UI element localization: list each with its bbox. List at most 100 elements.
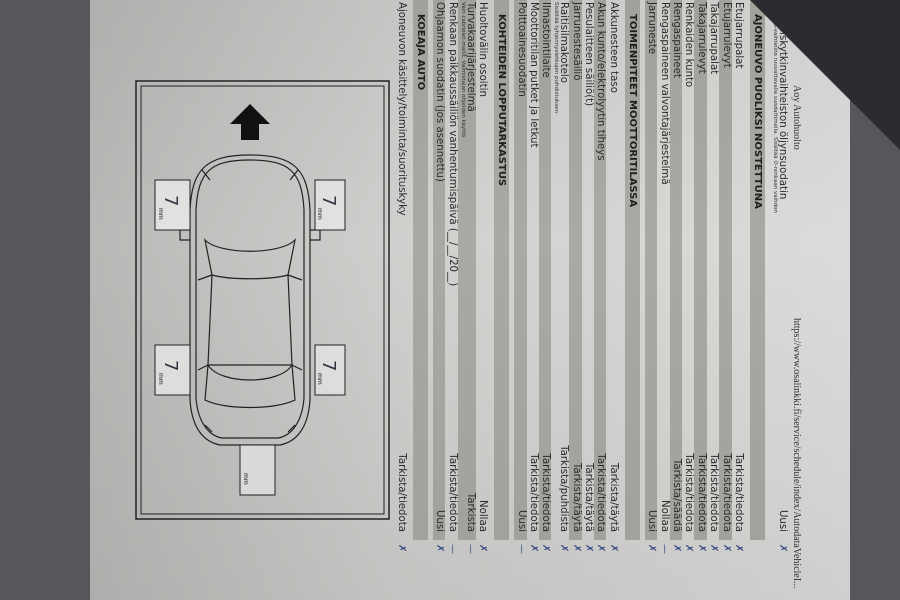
item-note: Vain cabriolet-mallit. Valmistajan ohjei… [459,2,466,137]
page-url: https://www.osalinkki.fi/service/schedul… [791,318,802,589]
checkbox-checked[interactable]: ✗ [527,544,539,553]
checkbox-checked[interactable]: ✗ [695,544,707,553]
checkbox-checked[interactable]: ✗ [733,544,744,553]
checkbox-checked[interactable]: ✗ [646,544,658,553]
dark-background-corner [750,0,900,150]
item-label: Polttoainesuodatin [515,2,527,97]
item-label: Etujarrulevyt [720,2,732,68]
direction-arrow-icon [230,104,270,140]
tire-box-front-right: 7 mm [314,179,346,231]
item-label: Ajoneuvon käsittely/toiminta/suorituskyk… [395,2,407,216]
item-action: Uusi [646,509,658,532]
item-action: Tarkista/täytä [583,462,595,532]
checkbox-checked[interactable]: ✗ [570,544,582,553]
item-action: Tarkista/tiedota [446,453,458,532]
item-label: Moottoritilan putket ja letkut [527,2,539,148]
checkbox-checked[interactable]: ✗ [595,544,607,553]
item-label: Takajarrupalat [708,2,720,75]
tire-box-front-left: 7 mm [154,179,191,231]
item-label: Pesulaitteen säiliö(t) [583,2,595,107]
checkbox-checked[interactable]: ✗ [708,544,720,553]
unit-label: mm [242,473,249,485]
item-action: Tarkista/tiedota [733,453,744,532]
checkbox-checked[interactable]: ✗ [477,544,489,553]
checkbox-checked[interactable]: ✗ [777,544,788,553]
item-action: Nollaa [477,499,489,532]
item-label: Takajarrulevyt [695,2,707,74]
diagram-outer-frame [135,80,390,520]
item-label: Renkaan paikkaussäiliön vanhentumispäivä… [446,2,458,287]
checklist-row: Pesulaitteen säiliö(t) Tarkista/täytä ✗ [582,0,594,560]
diagram-inner-frame [140,85,385,515]
item-action: Tarkista/täytä [607,462,619,532]
item-action: Tarkista/tiedota [708,453,720,532]
tire-box-rear-left: 7 mm [154,344,191,396]
tire-box-rear-right: 7 mm [314,344,346,396]
checklist-row: Ajoneuvon käsittely/toiminta/suorituskyk… [395,0,407,560]
item-action: Uusi [434,509,446,532]
checkbox-checked[interactable]: ✗ [583,544,595,553]
tire-box-spare: mm [239,444,276,496]
item-action: Tarkista/tiedota [695,453,707,532]
item-label: Jarrunestesäiliö [570,2,582,81]
service-checklist-page: Aoy Autohuolto https://www.osalinkki.fi/… [90,0,850,600]
checkbox-checked[interactable]: ✗ [607,544,619,553]
checkbox-not-applicable[interactable]: — [515,544,527,554]
checkbox-not-applicable[interactable]: — [658,544,670,554]
checkbox-checked[interactable]: ✗ [395,544,407,553]
section-title: KOEAJA AUTO [414,14,426,91]
item-action: Tarkista/tiedota [683,453,695,532]
checkbox-checked[interactable]: ✗ [671,544,683,553]
checkbox-checked[interactable]: ✗ [720,544,732,553]
checkbox-not-applicable[interactable]: — [446,544,458,554]
item-label: Huoltovälin osoitin [477,2,489,97]
item-label: Renkaiden kunto [683,2,695,88]
item-action: Tarkista/täytä [570,462,582,532]
checkbox-checked[interactable]: ✗ [683,544,695,553]
tread-depth-rear-left: 7 [160,360,181,371]
checkbox-checked[interactable]: ✗ [434,544,446,553]
checkbox-checked[interactable]: ✗ [558,544,570,553]
tread-depth-rear-right: 7 [318,360,339,371]
section-header: KOHTEIDEN LOPPUTARKASTUS [494,0,510,560]
item-action: Tarkista/tiedota [720,453,732,532]
item-action: Nollaa [658,499,670,532]
tread-depth-front-left: 7 [160,195,181,206]
row-shading [569,0,582,540]
item-action: Tarkista/tiedota [595,453,607,532]
checkbox-not-applicable[interactable]: — [464,544,476,554]
item-label: Ohjaamon suodatin (jos asennettu) [434,2,446,182]
item-label: Rengaspaineet [671,2,683,78]
unit-label: mm [316,373,323,385]
checkbox-checked[interactable]: ✗ [540,544,552,553]
unit-label: mm [157,208,164,220]
item-label: Etujarrupalat [733,2,744,69]
item-action: Tarkista/tiedota [395,453,407,532]
checklist-row: Ohjaamon suodatin (jos asennettu) Uusi ✗ [432,0,446,560]
section-title: KOHTEIDEN LOPPUTARKASTUS [496,14,508,187]
item-label: Jarruneste [646,2,658,55]
item-action: Tarkista/puhdista [558,445,570,532]
section-header: TOIMENPITEET MOOTTORITILASSA [624,0,640,560]
item-label: Akun kunto/elektrolyytin tiheys [595,2,607,161]
unit-label: mm [316,208,323,220]
item-label: Akkunesteen taso [607,2,619,93]
item-action: Uusi [777,509,788,532]
section-title: TOIMENPITEET MOOTTORITILASSA [626,14,638,208]
